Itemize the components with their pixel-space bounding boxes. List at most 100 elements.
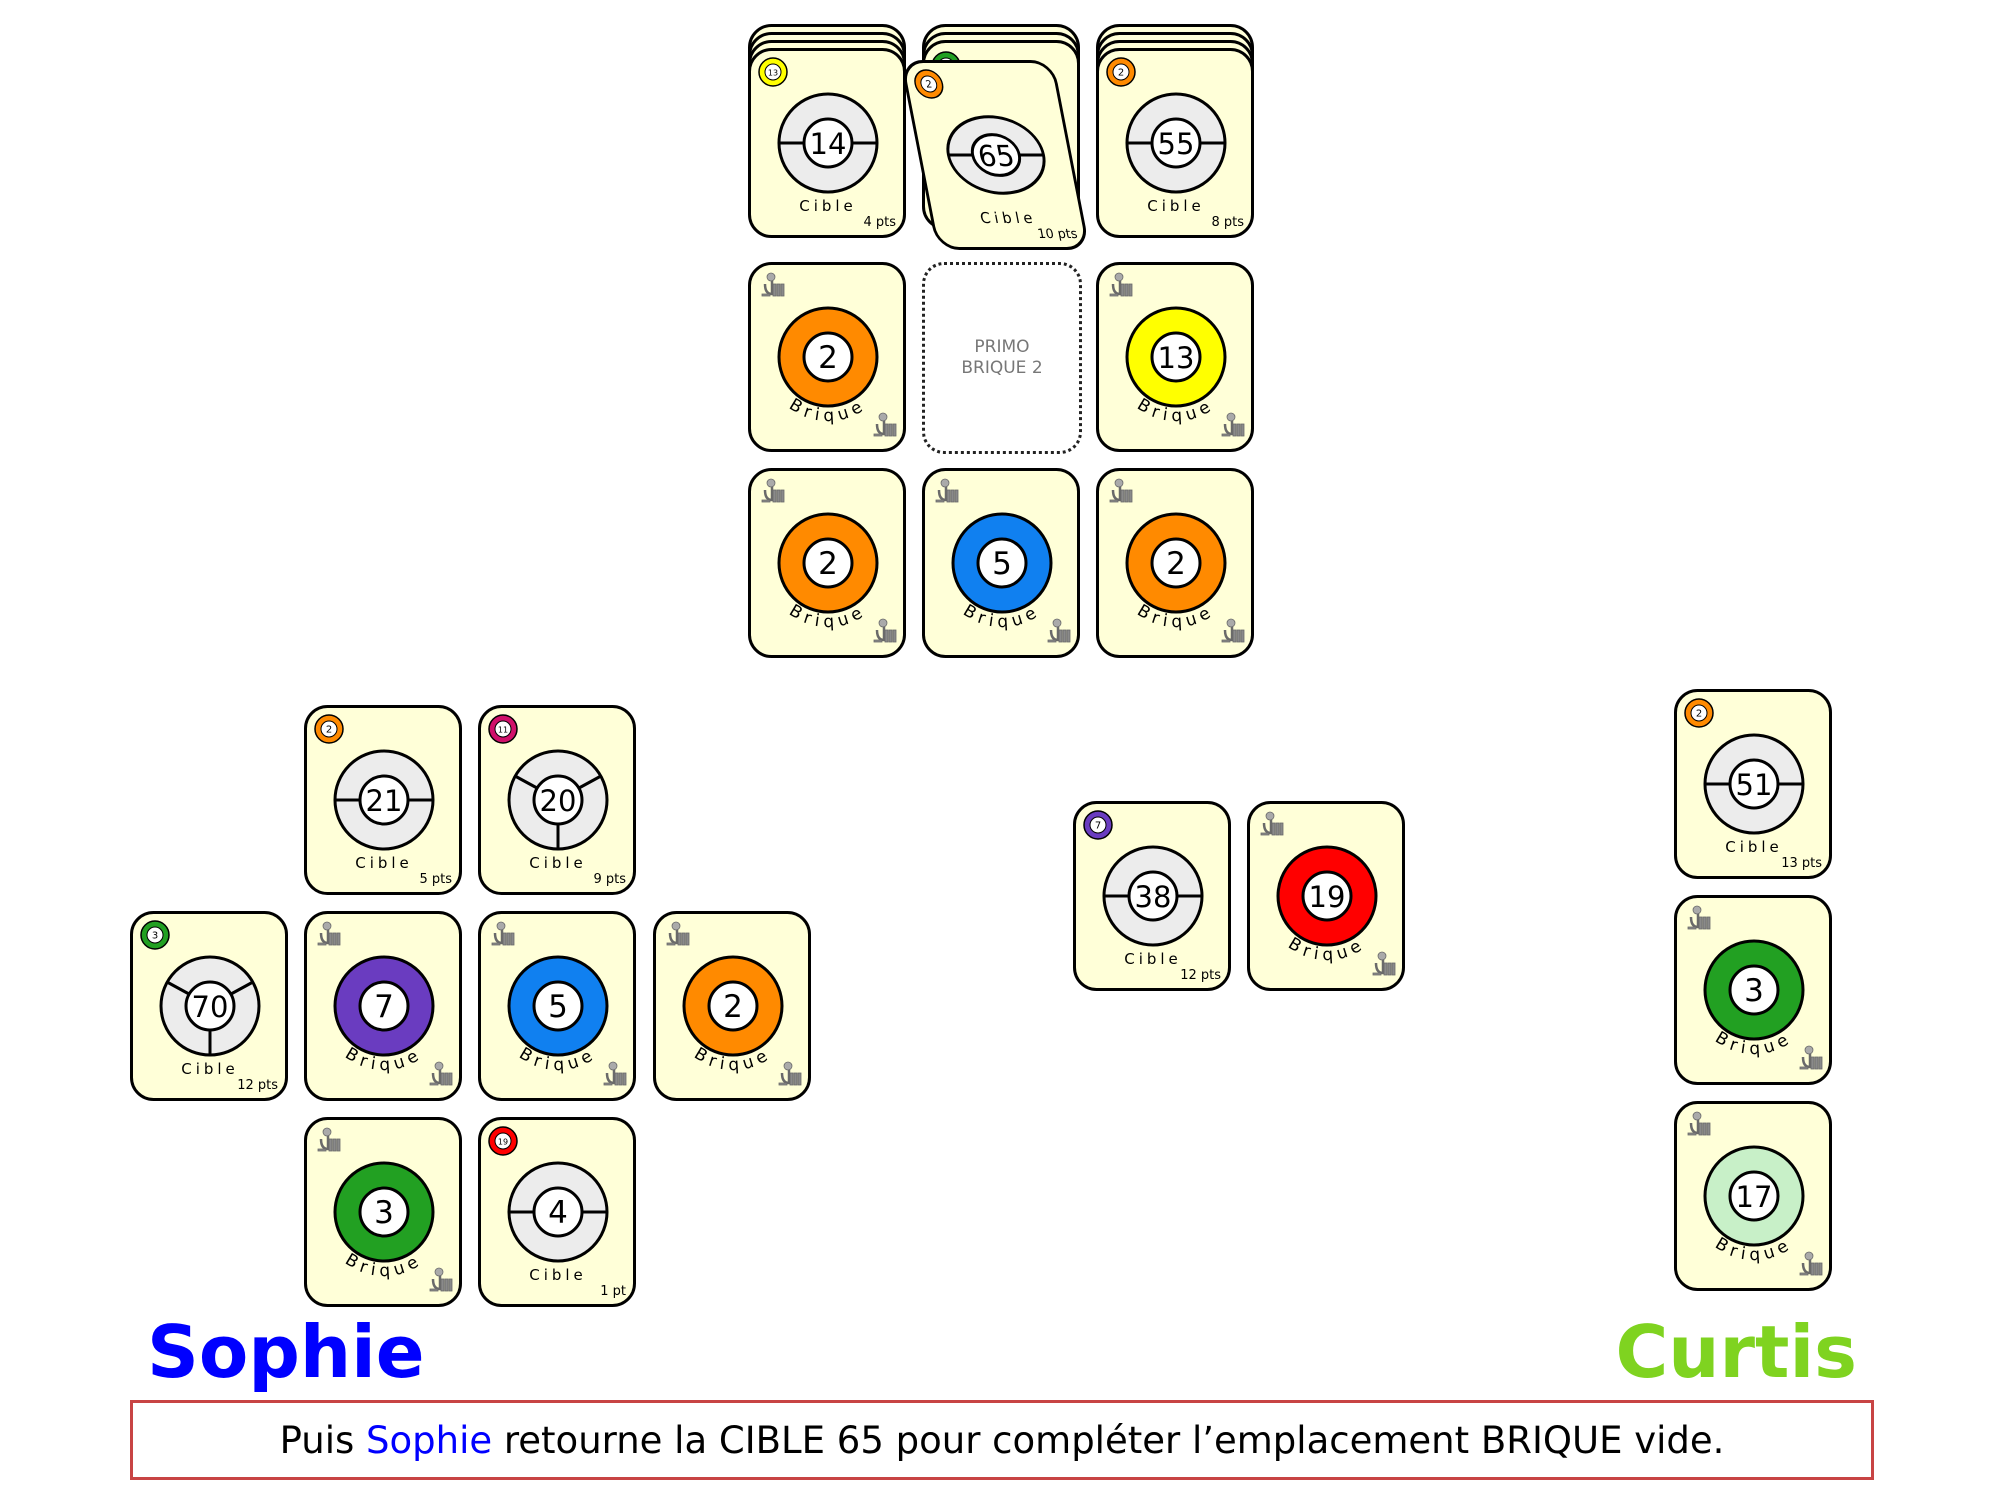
card-number: 5: [548, 989, 568, 1025]
card-points: 12 pts: [1180, 968, 1221, 983]
logo-icon: [603, 1061, 627, 1086]
player-name-curtis: Curtis: [1615, 1310, 1857, 1394]
card-number: 21: [366, 784, 403, 818]
card-number: 2: [1166, 546, 1186, 582]
logo-icon: [1687, 905, 1711, 930]
badge-icon: 2: [1684, 698, 1714, 728]
logo-icon: [1260, 811, 1284, 836]
logo-icon: [317, 921, 341, 946]
badge-number: 11: [498, 726, 508, 735]
badge-number: 13: [768, 69, 778, 78]
brick-ring: [1125, 512, 1227, 614]
slot-label-line2: BRIQUE 2: [961, 358, 1043, 378]
cible-label: Cible: [355, 854, 413, 872]
brick-ring: [333, 1161, 435, 1263]
badge-number: 3: [152, 931, 158, 942]
logo-icon: [1799, 1251, 1823, 1276]
logo-icon: [1799, 1045, 1823, 1070]
logo-icon: [761, 272, 785, 297]
logo-icon: [1221, 618, 1245, 643]
logo-icon: [778, 1061, 802, 1086]
card-number: 2: [818, 546, 838, 582]
card-points: 9 pts: [593, 872, 626, 887]
brick-ring: [507, 955, 609, 1057]
logo-icon: [429, 1267, 453, 1292]
logo-icon: [873, 412, 897, 437]
badge-number: 2: [925, 79, 933, 90]
card-points: 13 pts: [1781, 856, 1822, 871]
logo-icon: [935, 478, 959, 503]
target-ring: [507, 1161, 609, 1263]
card-number: 20: [540, 784, 577, 818]
badge-icon: 2: [314, 714, 344, 744]
logo-icon: [1372, 951, 1396, 976]
target-ring: [507, 749, 609, 851]
logo-icon: [666, 921, 690, 946]
badge-number: 2: [326, 725, 332, 736]
badge-number: 7: [1095, 821, 1101, 832]
card-number: 3: [1744, 973, 1764, 1009]
cible-label: Cible: [181, 1060, 239, 1078]
card-number: 17: [1736, 1180, 1773, 1214]
logo-icon: [1109, 272, 1133, 297]
message-after: retourne la CIBLE 65 pour compléter l’em…: [492, 1418, 1725, 1462]
card-points: 4 pts: [863, 215, 896, 230]
card-points: 8 pts: [1211, 215, 1244, 230]
card-number: 7: [374, 989, 394, 1025]
logo-icon: [873, 618, 897, 643]
logo-icon: [429, 1061, 453, 1086]
logo-icon: [761, 478, 785, 503]
logo-icon: [1047, 618, 1071, 643]
logo-icon: [1687, 1111, 1711, 1136]
target-ring: [333, 749, 435, 851]
cible-label: Cible: [529, 854, 587, 872]
cible-label: Cible: [1725, 838, 1783, 856]
card-number: 13: [1158, 341, 1195, 375]
brick-ring: [1276, 845, 1378, 947]
cible-label: Cible: [529, 1266, 587, 1284]
brick-ring: [777, 306, 879, 408]
card-points: 12 pts: [237, 1078, 278, 1093]
player-name-sophie: Sophie: [147, 1310, 425, 1394]
logo-icon: [491, 921, 515, 946]
instruction-message: Puis Sophie retourne la CIBLE 65 pour co…: [130, 1400, 1874, 1480]
card-number: 55: [1158, 127, 1195, 161]
badge-icon: 13: [758, 57, 788, 87]
logo-icon: [1221, 412, 1245, 437]
brick-ring: [1125, 306, 1227, 408]
card-points: 1 pt: [600, 1284, 626, 1299]
logo-icon: [1109, 478, 1133, 503]
card-number: 14: [810, 127, 847, 161]
brick-ring: [951, 512, 1053, 614]
card-number: 38: [1135, 880, 1172, 914]
target-ring: [1102, 845, 1204, 947]
card-points: 5 pts: [419, 872, 452, 887]
badge-icon: 2: [1106, 57, 1136, 87]
card-points: 10 pts: [1036, 227, 1079, 242]
card-number: 5: [992, 546, 1012, 582]
target-ring: [159, 955, 261, 1057]
target-ring: [777, 92, 879, 194]
